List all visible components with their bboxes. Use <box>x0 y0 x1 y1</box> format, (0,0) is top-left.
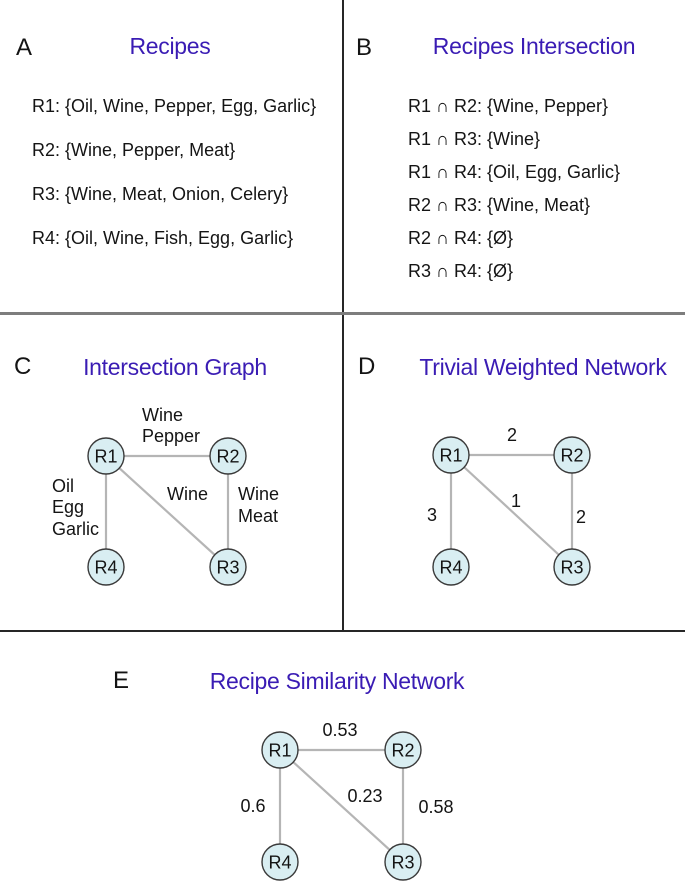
recipe-line: R1: {Oil, Wine, Pepper, Egg, Garlic} <box>32 96 317 116</box>
intersection-line: R1 ∩ R2: {Wine, Pepper} <box>408 96 609 116</box>
recipe-line: R4: {Oil, Wine, Fish, Egg, Garlic} <box>32 228 294 248</box>
panel-label-e: E <box>113 667 130 694</box>
node-label-R4: R4 <box>439 558 462 578</box>
node-R3 <box>209 548 247 586</box>
edge-label-R2-R3: 2 <box>576 507 586 527</box>
node-label-R3: R3 <box>216 558 239 578</box>
edge-R1-R3 <box>105 455 229 568</box>
panel-label-d: D <box>358 353 376 380</box>
recipes-list: R1: {Oil, Wine, Pepper, Egg, Garlic} R2: … <box>32 84 316 260</box>
edge-label-R1-R4: Egg <box>52 497 84 517</box>
node-label-R4: R4 <box>94 558 117 578</box>
edge-label-R2-R3: Meat <box>238 506 278 526</box>
node-label-R3: R3 <box>391 853 414 873</box>
panel-label-c: C <box>14 353 32 380</box>
node-R1 <box>432 436 470 474</box>
node-label-R3: R3 <box>560 558 583 578</box>
intersection-line: R2 ∩ R4: {Ø} <box>408 228 513 248</box>
node-R4 <box>432 548 470 586</box>
divider-horizontal-bottom <box>0 630 685 632</box>
edge-label-R1-R3: Wine <box>167 484 208 504</box>
node-label-R1: R1 <box>268 741 291 761</box>
panel-label-a: A <box>16 34 33 61</box>
intersection-line: R3 ∩ R4: {Ø} <box>408 261 513 281</box>
edge-label-R1-R2: 0.53 <box>322 720 357 740</box>
edge-R1-R3 <box>450 454 573 568</box>
node-R4 <box>261 843 299 881</box>
node-R2 <box>384 731 422 769</box>
node-R1 <box>87 437 125 475</box>
intersections-list: R1 ∩ R2: {Wine, Pepper} R1 ∩ R3: {Wine} R1… <box>408 90 620 288</box>
panel-title-recipes-intersection: Recipes Intersection <box>432 33 636 59</box>
panel-title-trivial-weighted-network: Trivial Weighted Network <box>419 354 667 380</box>
edge-label-R1-R4: 3 <box>427 505 437 525</box>
node-label-R2: R2 <box>560 446 583 466</box>
node-R1 <box>261 731 299 769</box>
divider-horizontal-middle <box>0 312 685 315</box>
node-R2 <box>209 437 247 475</box>
intersection-line: R2 ∩ R3: {Wine, Meat} <box>408 195 591 215</box>
edge-label-R1-R3: 1 <box>511 491 521 511</box>
node-label-R1: R1 <box>94 447 117 467</box>
node-R3 <box>384 843 422 881</box>
node-label-R1: R1 <box>439 446 462 466</box>
panel-title-intersection-graph: Intersection Graph <box>83 354 267 380</box>
edge-label-R1-R4: Oil <box>52 476 74 496</box>
node-label-R2: R2 <box>216 447 239 467</box>
edge-label-R1-R3: 0.23 <box>347 786 382 806</box>
intersection-line: R1 ∩ R4: {Oil, Egg, Garlic} <box>408 162 621 182</box>
node-label-R4: R4 <box>268 853 291 873</box>
panel-title-recipes: Recipes <box>129 33 211 59</box>
panel-title-recipe-similarity-network: Recipe Similarity Network <box>209 668 465 694</box>
node-R4 <box>87 548 125 586</box>
recipe-line: R3: {Wine, Meat, Onion, Celery} <box>32 184 289 204</box>
edge-label-R1-R4: 0.6 <box>240 796 265 816</box>
edge-label-R1-R2: Wine <box>142 405 183 425</box>
edge-label-R2-R3: Wine <box>238 484 279 504</box>
edge-R1-R3 <box>279 749 404 863</box>
recipe-line: R2: {Wine, Pepper, Meat} <box>32 140 236 160</box>
edge-label-R1-R2: 2 <box>507 425 517 445</box>
node-label-R2: R2 <box>391 741 414 761</box>
edge-label-R1-R2: Pepper <box>142 426 200 446</box>
panel-label-b: B <box>356 34 373 61</box>
node-R2 <box>553 436 591 474</box>
divider-vertical <box>342 0 344 631</box>
edge-label-R2-R3: 0.58 <box>418 797 453 817</box>
intersection-line: R1 ∩ R3: {Wine} <box>408 129 540 149</box>
node-R3 <box>553 548 591 586</box>
edge-label-R1-R4: Garlic <box>52 519 99 539</box>
